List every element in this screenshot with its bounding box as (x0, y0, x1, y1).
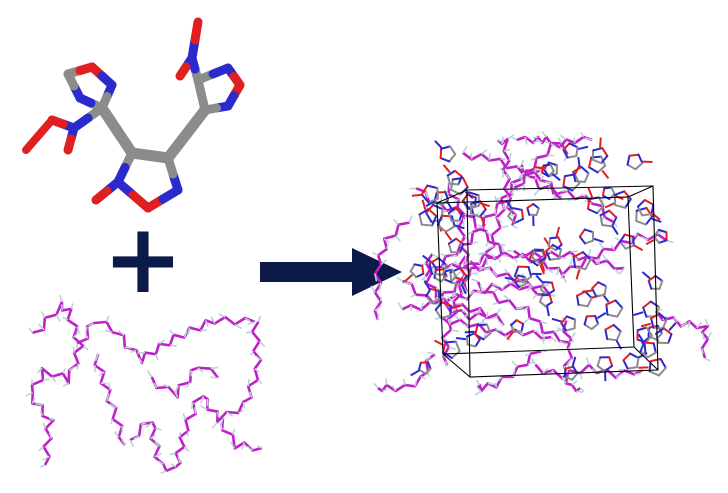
simulation-box-mixture-icon (370, 130, 712, 396)
plus-operator: + (103, 203, 183, 315)
reaction-arrow-icon (260, 248, 402, 296)
hydrocarbon-polymer-chain-icon (25, 294, 266, 475)
nitro-furazan-molecule-icon (22, 17, 245, 213)
